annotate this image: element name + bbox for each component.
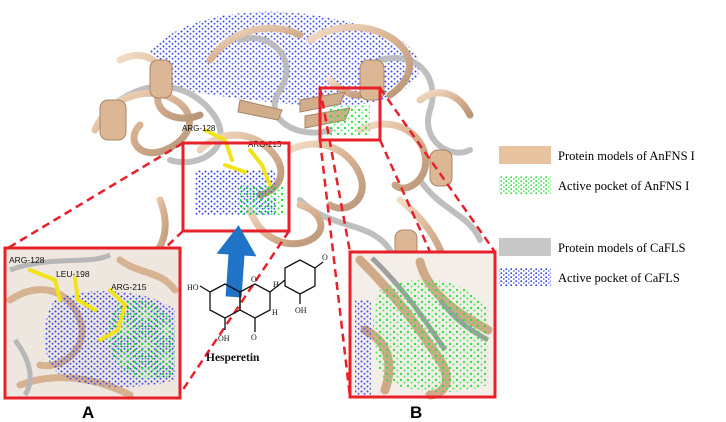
atom-ho: HO [187,283,199,292]
hesperetin-structure [199,259,324,332]
residue-label-main-1: ARG-128 [182,124,216,133]
atom-h-1: H [272,308,278,317]
inset-a [3,246,182,400]
inset-b [348,250,497,400]
blue-arrow [216,225,257,298]
legend-label-4: Active pocket of CaFLS [558,271,680,285]
atom-oh-a: OH [218,334,230,343]
panel-label-b: B [410,403,422,422]
residue-label-inset-2: LEU-198 [56,269,90,279]
atom-o-ring: O [251,275,257,284]
residue-sticks [203,128,272,187]
panel-label-a: A [82,403,94,422]
anfns-pocket-a [240,185,285,215]
legend [499,146,551,286]
anfns-pocket-b [330,105,370,135]
atom-h-2: H [273,280,279,289]
atom-oh-b: OH [295,306,307,315]
atom-o-keto: O [251,333,257,342]
protein-structure [91,11,483,298]
atom-o-methoxy: O [322,253,328,262]
legend-label-2: Active pocket of AnFNS I [558,179,689,193]
legend-label-3: Protein models of CaFLS [558,241,685,255]
ligand-name: Hesperetin [206,352,260,364]
residue-label-inset-1: ARG-128 [9,255,45,265]
legend-swatch-cafls-pocket [499,268,551,286]
highlight-box-b [318,86,382,142]
residue-label-inset-3: ARG-215 [111,282,147,292]
legend-swatch-cafls-protein [499,238,551,256]
legend-swatch-anfns-protein [499,146,551,164]
legend-swatch-anfns-pocket [499,176,551,194]
legend-label-1: Protein models of AnFNS I [558,149,695,163]
